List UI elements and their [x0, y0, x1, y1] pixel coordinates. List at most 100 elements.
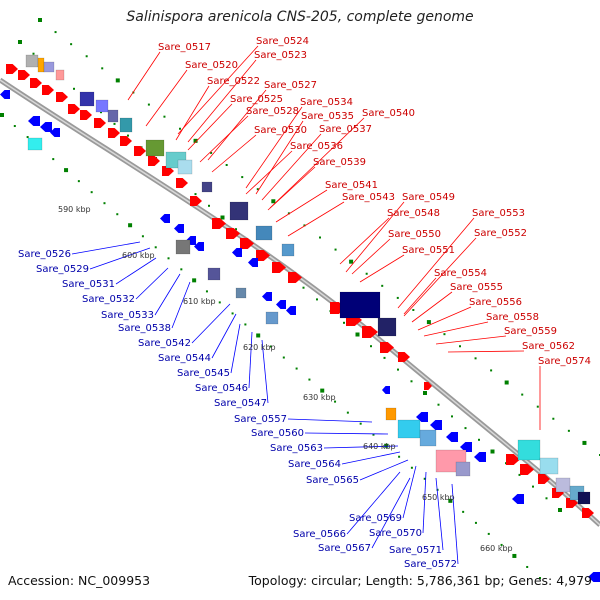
reverse-leader-line	[341, 451, 401, 465]
forward-gene-arrow	[42, 85, 54, 95]
inner-tick-mark	[64, 168, 69, 173]
outer2-tick-mark	[582, 440, 587, 445]
outer2-tick-mark	[85, 55, 88, 58]
reverse-gene-label: Sare_0572	[404, 559, 457, 570]
reverse-gene-label: Sare_0570	[369, 528, 422, 539]
reverse-gene-arrow	[194, 242, 204, 251]
inner-tick-mark	[282, 356, 285, 359]
forward-gene-label: Sare_0555	[450, 282, 503, 293]
reverse-leader-line	[71, 241, 141, 255]
reverse-leader-line	[230, 323, 241, 374]
reverse-leader-line	[261, 339, 269, 404]
outer-tick-mark	[18, 40, 22, 44]
outer2-tick-mark	[536, 405, 539, 408]
feature-block	[539, 457, 559, 475]
forward-gene-label: Sare_0559	[504, 326, 557, 337]
inner-tick-mark	[410, 466, 413, 469]
inner-tick-mark	[90, 191, 93, 194]
forward-gene-arrow	[272, 262, 286, 273]
reverse-leader-line	[435, 477, 444, 551]
reverse-gene-label: Sare_0547	[214, 398, 267, 409]
reverse-gene-arrow	[286, 306, 296, 315]
forward-leader-line	[417, 306, 472, 331]
forward-gene-label: Sare_0525	[230, 94, 283, 105]
inner-tick-mark	[0, 113, 4, 117]
forward-leader-line	[207, 89, 267, 161]
outer2-tick-mark	[241, 176, 244, 179]
forward-gene-label: Sare_0552	[474, 228, 527, 239]
inner-tick-mark	[423, 477, 426, 480]
inner-tick-mark	[180, 268, 183, 271]
inner-tick-mark	[320, 388, 325, 393]
outer-tick-mark	[464, 427, 467, 430]
kbp-tick-label: 620 kbp	[243, 343, 276, 352]
reverse-gene-label: Sare_0531	[62, 279, 115, 290]
forward-gene-arrow	[380, 342, 394, 353]
inner-tick-mark	[384, 443, 389, 448]
reverse-gene-arrow	[460, 442, 472, 452]
forward-gene-label: Sare_0522	[207, 76, 260, 87]
forward-gene-arrow	[506, 454, 520, 465]
outer-tick-mark	[545, 497, 548, 500]
forward-leader-line	[403, 237, 477, 317]
outer-tick-mark	[127, 134, 129, 137]
outer2-tick-mark	[349, 259, 354, 264]
reverse-gene-label: Sare_0563	[270, 443, 323, 454]
feature-block	[207, 267, 221, 281]
outer-tick-mark	[410, 380, 413, 383]
inner-tick-mark	[244, 323, 247, 326]
forward-gene-label: Sare_0536	[290, 141, 343, 152]
outer2-tick-mark	[38, 18, 42, 22]
inner-tick-mark	[13, 125, 16, 128]
outer-tick-mark	[343, 321, 345, 324]
forward-gene-arrow	[176, 178, 188, 188]
kbp-tick-label: 610 kbp	[183, 297, 216, 306]
inner-tick-mark	[295, 367, 298, 370]
inner-tick-mark	[192, 278, 197, 283]
forward-leader-line	[245, 106, 303, 189]
inner-tick-mark	[308, 378, 311, 381]
forward-gene-arrow	[108, 128, 120, 138]
reverse-leader-line	[402, 465, 417, 519]
inner-tick-mark	[141, 235, 144, 238]
forward-gene-arrow	[94, 118, 106, 128]
outer-tick-mark	[397, 368, 399, 371]
forward-gene-label: Sare_0539	[313, 157, 366, 168]
outer2-tick-mark	[115, 78, 120, 83]
forward-leader-line	[177, 45, 259, 135]
reverse-gene-arrow	[588, 572, 600, 582]
reverse-gene-label: Sare_0545	[177, 368, 230, 379]
reverse-leader-line	[154, 273, 181, 316]
inner-tick-mark	[526, 565, 529, 568]
outer2-tick-mark	[381, 284, 384, 287]
outer-tick-mark	[355, 332, 360, 337]
inner-tick-mark	[116, 213, 119, 216]
inner-tick-mark	[26, 136, 29, 139]
forward-leader-line	[211, 134, 257, 173]
outer2-tick-mark	[474, 357, 477, 360]
reverse-gene-label: Sare_0542	[138, 338, 191, 349]
inner-tick-mark	[52, 158, 55, 161]
outer2-tick-mark	[504, 380, 509, 385]
forward-leader-line	[245, 150, 293, 195]
forward-gene-arrow	[6, 64, 18, 74]
inner-tick-mark	[256, 333, 261, 338]
inner-tick-mark	[500, 543, 503, 546]
reverse-gene-label: Sare_0546	[195, 383, 248, 394]
outer-tick-mark	[370, 345, 372, 348]
forward-gene-arrow	[226, 228, 240, 239]
feature-block	[55, 69, 65, 81]
feature-block	[555, 477, 571, 493]
inner-tick-mark	[448, 498, 453, 503]
forward-leader-line	[199, 115, 249, 163]
outer-tick-mark	[478, 438, 480, 441]
reverse-leader-line	[346, 471, 401, 535]
forward-gene-arrow	[80, 110, 92, 120]
outer2-tick-mark	[443, 333, 446, 336]
outer2-tick-mark	[567, 429, 570, 432]
reverse-gene-label: Sare_0567	[318, 543, 371, 554]
outer2-tick-mark	[179, 127, 181, 130]
kbp-tick-label: 660 kbp	[480, 544, 513, 553]
forward-gene-label: Sare_0540	[362, 108, 415, 119]
reverse-gene-label: Sare_0538	[118, 323, 171, 334]
